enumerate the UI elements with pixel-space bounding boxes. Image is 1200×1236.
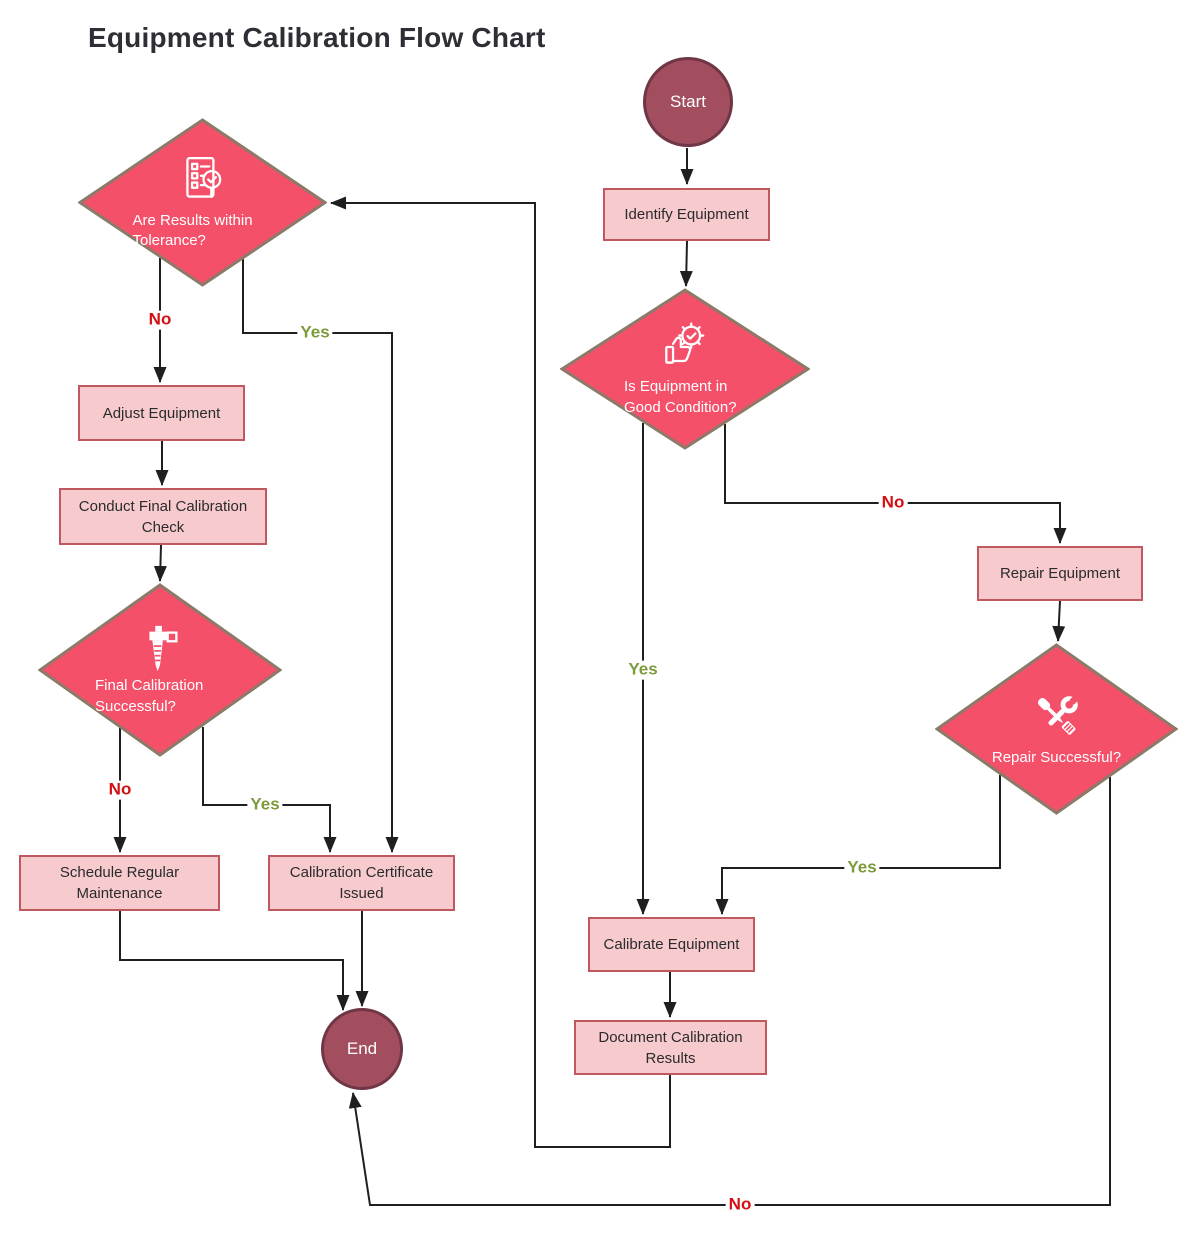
diamond-shape bbox=[935, 643, 1178, 815]
edge-repairsuccess-end bbox=[348, 777, 1111, 1206]
node-certificate-issued: Calibration Certificate Issued bbox=[268, 855, 455, 911]
edge-identify-condition bbox=[679, 240, 693, 287]
tools-icon bbox=[1037, 694, 1080, 736]
node-final-successful-label: Final Calibration Successful? bbox=[95, 677, 204, 715]
node-document-results: Document Calibration Results bbox=[574, 1020, 767, 1075]
node-final-successful-decision: Final Calibration Successful? bbox=[38, 583, 282, 757]
diamond-content: Final Calibration Successful? bbox=[38, 583, 282, 757]
diamond-content: Repair Successful? bbox=[935, 643, 1178, 815]
node-good-condition-decision: Is Equipment in Good Condition? bbox=[560, 288, 810, 450]
node-conduct-final-check-label: Conduct Final Calibration Check bbox=[78, 497, 248, 536]
node-good-condition-label: Is Equipment in Good Condition? bbox=[624, 378, 737, 416]
edge-label-tolerance-yes: Yes bbox=[297, 323, 333, 343]
diamond-shape bbox=[560, 288, 810, 450]
node-document-results-label: Document Calibration Results bbox=[598, 1028, 743, 1067]
node-calibrate-equipment: Calibrate Equipment bbox=[588, 917, 755, 972]
node-start-label: Start bbox=[670, 92, 706, 111]
node-end-label: End bbox=[346, 1039, 378, 1058]
node-start: Start bbox=[643, 57, 733, 147]
edge-conduct-final bbox=[153, 544, 167, 582]
edge-label-final-yes: Yes bbox=[247, 795, 283, 815]
edge-label-tolerance-no: No bbox=[145, 310, 175, 330]
node-identify-equipment: Identify Equipment bbox=[603, 188, 770, 241]
node-calibrate-equipment-label: Calibrate Equipment bbox=[603, 936, 740, 953]
node-repair-equipment: Repair Equipment bbox=[977, 546, 1143, 601]
node-repair-successful-label: Repair Successful? bbox=[991, 749, 1122, 767]
thumbs-up-gear-icon bbox=[665, 322, 705, 364]
edge-label-final-no: No bbox=[105, 780, 135, 800]
node-tolerance-decision: Are Results within Tolerance? bbox=[78, 118, 327, 287]
edge-label-condition-yes: Yes bbox=[625, 660, 661, 680]
node-schedule-maintenance-label: Schedule Regular Maintenance bbox=[59, 864, 180, 902]
diamond-shape bbox=[38, 583, 282, 757]
edge-label-condition-no: No bbox=[878, 493, 908, 513]
edge-tolerance-certificate bbox=[242, 259, 399, 853]
edge-label-repairsuccess-yes: Yes bbox=[844, 858, 880, 878]
node-repair-successful-decision: Repair Successful? bbox=[935, 643, 1178, 815]
edge-schedule-end bbox=[119, 911, 350, 1011]
diamond-shape bbox=[78, 118, 327, 287]
node-schedule-maintenance: Schedule Regular Maintenance bbox=[19, 855, 220, 911]
page-title: Equipment Calibration Flow Chart bbox=[88, 22, 546, 53]
edge-label-repairsuccess-no: No bbox=[725, 1195, 755, 1215]
node-identify-equipment-label: Identify Equipment bbox=[624, 206, 749, 223]
node-tolerance-label: Are Results within Tolerance? bbox=[132, 211, 253, 249]
diamond-content: Is Equipment in Good Condition? bbox=[560, 288, 810, 450]
diamond-content: Are Results within Tolerance? bbox=[78, 118, 327, 287]
node-end: End bbox=[321, 1008, 403, 1090]
node-adjust-equipment: Adjust Equipment bbox=[78, 385, 245, 441]
checklist-magnifier-icon bbox=[185, 156, 221, 198]
caliper-icon bbox=[149, 626, 178, 672]
node-repair-equipment-label: Repair Equipment bbox=[999, 565, 1121, 582]
node-adjust-equipment-label: Adjust Equipment bbox=[102, 404, 221, 422]
node-conduct-final-check: Conduct Final Calibration Check bbox=[59, 488, 267, 545]
edge-repair-repairsuccess bbox=[1052, 600, 1066, 642]
node-certificate-issued-label: Calibration Certificate Issued bbox=[289, 864, 434, 902]
